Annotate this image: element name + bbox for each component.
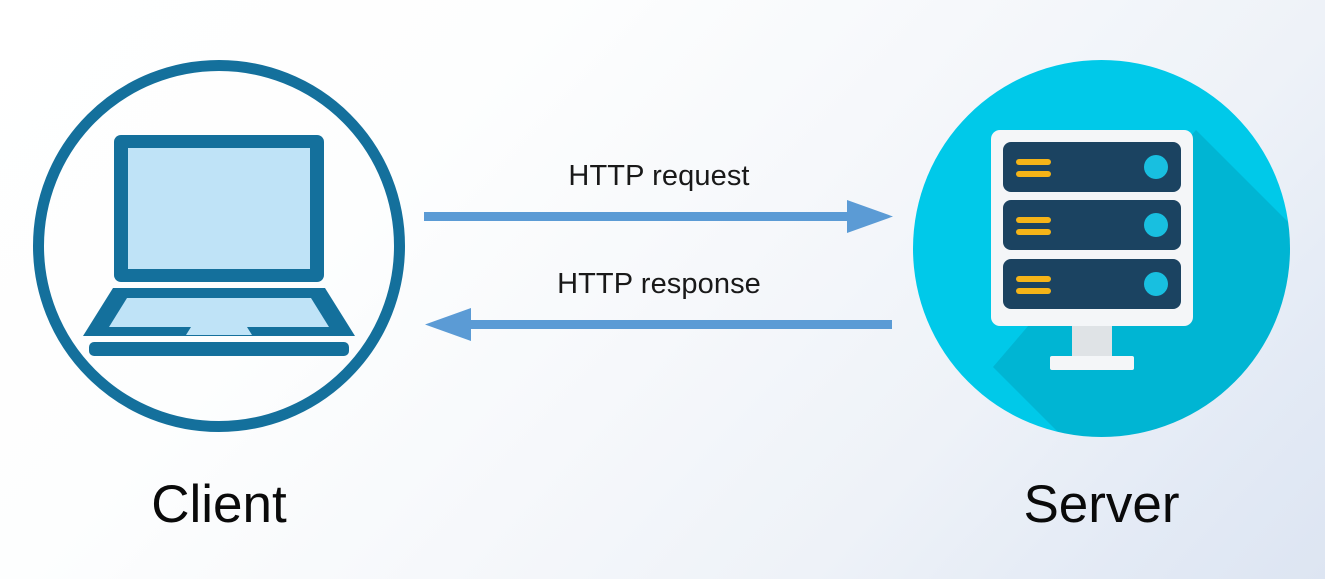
arrow-right-icon <box>424 200 893 233</box>
server-circle <box>913 60 1290 437</box>
server-rack-icon <box>991 130 1290 437</box>
http-response-flow[interactable]: HTTP response <box>418 268 900 341</box>
client-label: Client <box>151 475 287 534</box>
arrow-left-icon <box>425 308 892 341</box>
client-circle <box>33 60 405 432</box>
http-request-label: HTTP request <box>568 160 750 192</box>
client-node[interactable] <box>33 60 405 432</box>
http-response-label: HTTP response <box>557 268 761 300</box>
server-label: Server <box>1023 475 1180 534</box>
server-node[interactable] <box>913 60 1290 437</box>
laptop-icon <box>83 135 355 356</box>
http-request-flow[interactable]: HTTP request <box>418 160 900 233</box>
